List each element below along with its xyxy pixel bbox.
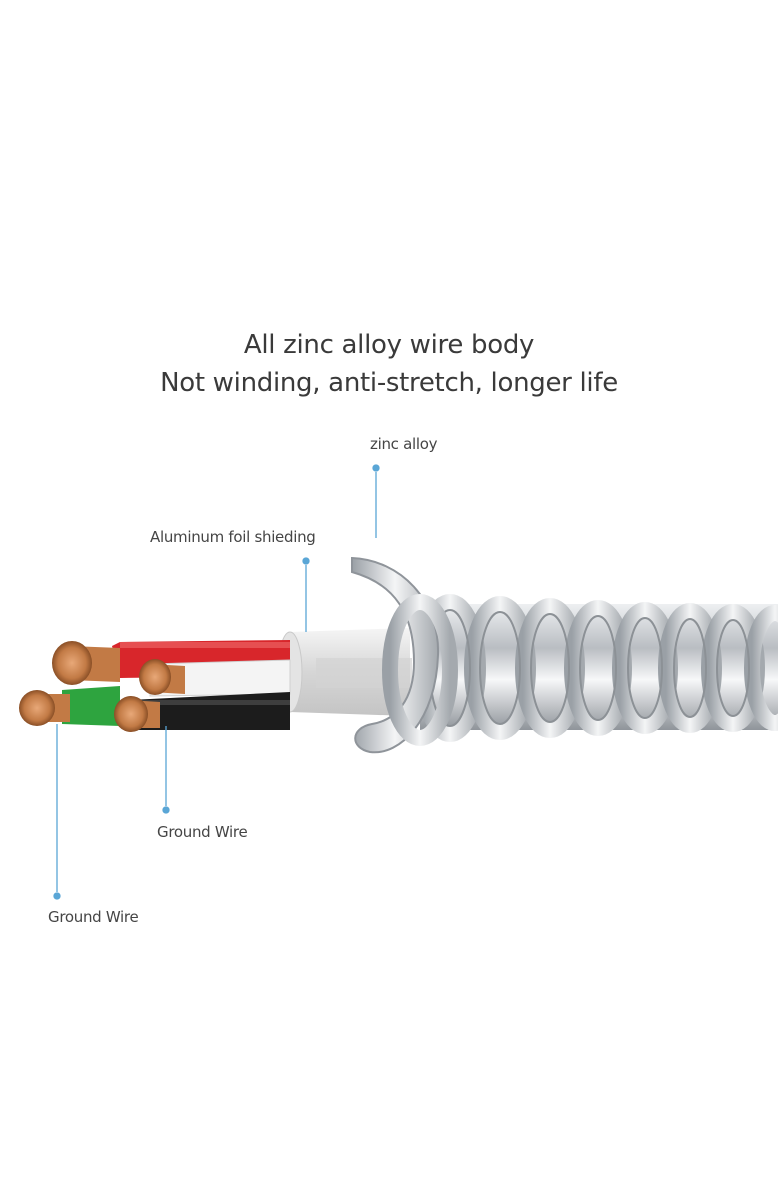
zinc-alloy-label: zinc alloy	[370, 435, 438, 453]
callout-leader-lines	[53, 464, 380, 900]
ground-wire-label-upper: Ground Wire	[157, 823, 248, 841]
headline-line-2: Not winding, anti-stretch, longer life	[160, 368, 618, 398]
zinc-alloy-spiral-strip	[351, 556, 458, 754]
copper-conductors	[19, 641, 185, 732]
ground-wire-label-lower: Ground Wire	[48, 908, 139, 926]
headline-line-1: All zinc alloy wire body	[243, 330, 535, 360]
aluminum-foil-label: Aluminum foil shieding	[150, 528, 316, 546]
zinc-alloy-armor	[414, 594, 778, 742]
